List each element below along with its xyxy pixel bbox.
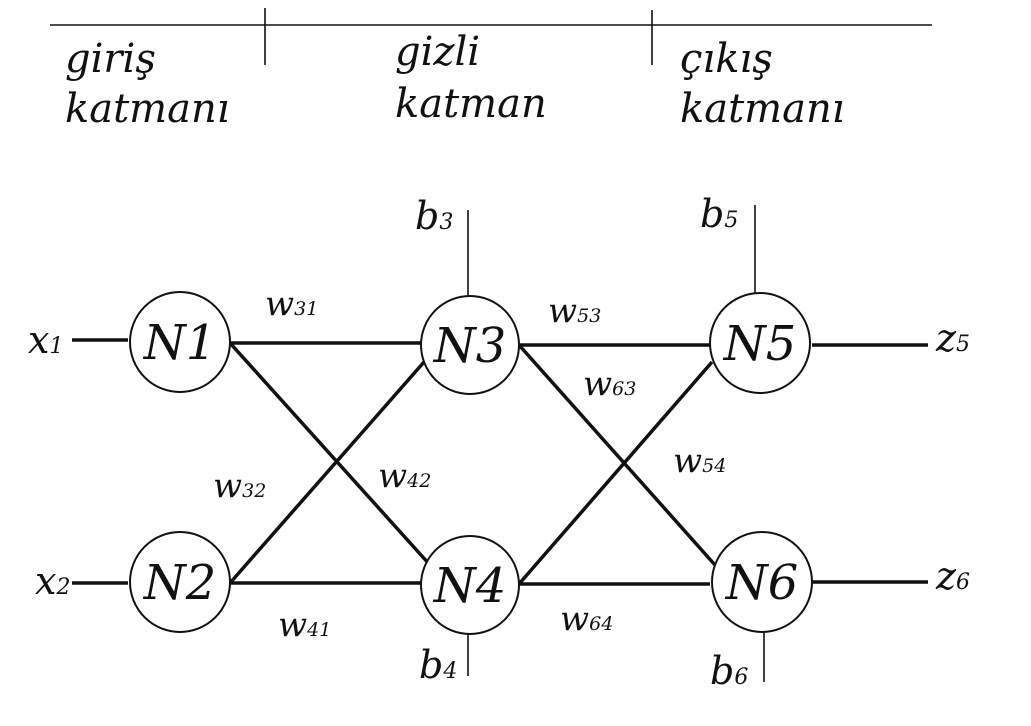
weight-w41-base: w [278, 605, 307, 645]
weight-w42-base: w [378, 456, 407, 496]
node-n3-circle [420, 295, 520, 395]
input-x2-base: x [35, 559, 56, 603]
weight-w64-base: w [560, 599, 589, 639]
weight-w53-label: w53 [548, 291, 601, 331]
weight-w41-label: w41 [278, 605, 331, 645]
node-n6: N6 [711, 531, 813, 633]
input-layer-title-line2: katmanı [65, 86, 230, 132]
weight-w31-sub: 31 [294, 298, 318, 320]
edge-n4-n5 [517, 360, 714, 586]
edge-n2-n3 [228, 360, 426, 585]
node-n5-circle [709, 292, 811, 394]
output-z5-base: z [935, 316, 957, 360]
bias-b4-base: b [419, 643, 443, 687]
input-layer-title-line1: giriş [65, 36, 156, 82]
connections [72, 205, 928, 682]
output-z5-sub: 5 [956, 332, 970, 357]
bias-b5-label: b5 [700, 192, 738, 236]
node-n4-label: N4 [433, 558, 507, 614]
weight-w63-label: w63 [583, 364, 636, 404]
node-n4-circle [420, 535, 520, 635]
bias-b6-label: b6 [710, 649, 748, 693]
input-x1-label: x1 [28, 318, 63, 362]
input-x1-sub: 1 [49, 334, 63, 359]
weight-w54-base: w [673, 441, 702, 481]
node-n2: N2 [129, 531, 231, 633]
weight-w63-base: w [583, 364, 612, 404]
layer-header-table [50, 8, 932, 65]
output-z6-sub: 6 [956, 570, 970, 595]
weight-w41-sub: 41 [306, 619, 331, 641]
bias-b6-base: b [710, 649, 734, 693]
node-n5: N5 [709, 292, 811, 394]
edge-n3-n6 [517, 343, 717, 567]
node-n4: N4 [420, 535, 520, 635]
input-x2-sub: 2 [55, 575, 70, 600]
node-n3: N3 [420, 295, 520, 395]
node-n6-circle [711, 531, 813, 633]
bias-b4-sub: 4 [442, 659, 457, 684]
bias-b5-base: b [700, 192, 724, 236]
bias-b6-sub: 6 [734, 665, 748, 690]
weight-w32-sub: 32 [242, 480, 266, 502]
output-layer-title-line2: katmanı [680, 86, 845, 132]
weight-w64-sub: 64 [589, 613, 613, 635]
output-z6-base: z [935, 554, 957, 598]
node-n5-label: N5 [723, 316, 797, 372]
input-x1-base: x [28, 318, 49, 362]
node-n1-label: N1 [143, 315, 217, 371]
output-z6-label: z6 [935, 554, 970, 598]
node-n2-circle [129, 531, 231, 633]
weight-w32-label: w32 [213, 466, 266, 506]
node-n6-label: N6 [725, 555, 799, 611]
hidden-layer-title-line1: gizli [395, 29, 480, 75]
weight-w54-sub: 54 [702, 455, 726, 477]
bias-b3-base: b [415, 194, 439, 238]
weight-w54-label: w54 [673, 441, 726, 481]
weight-w42-sub: 42 [406, 470, 431, 492]
weight-w63-sub: 63 [612, 378, 636, 400]
weight-w53-base: w [548, 291, 577, 331]
node-n2-label: N2 [143, 555, 217, 611]
weight-w42-label: w42 [378, 456, 431, 496]
node-n1: N1 [129, 291, 231, 393]
weight-w53-sub: 53 [577, 305, 601, 327]
bias-b3-sub: 3 [439, 210, 453, 235]
input-x2-label: x2 [35, 559, 70, 603]
edge-n1-n4 [228, 341, 432, 567]
bias-b5-sub: 5 [724, 208, 738, 233]
node-n1-circle [129, 291, 231, 393]
weight-w32-base: w [213, 466, 242, 506]
weight-w31-base: w [265, 284, 294, 324]
hidden-layer-title-line2: katman [395, 81, 547, 127]
output-z5-label: z5 [935, 316, 970, 360]
bias-b3-label: b3 [415, 194, 453, 238]
bias-b4-label: b4 [419, 643, 457, 687]
weight-w31-label: w31 [265, 284, 318, 324]
node-n3-label: N3 [433, 318, 507, 374]
weight-w64-label: w64 [560, 599, 613, 639]
output-layer-title-line1: çıkış [680, 36, 773, 82]
